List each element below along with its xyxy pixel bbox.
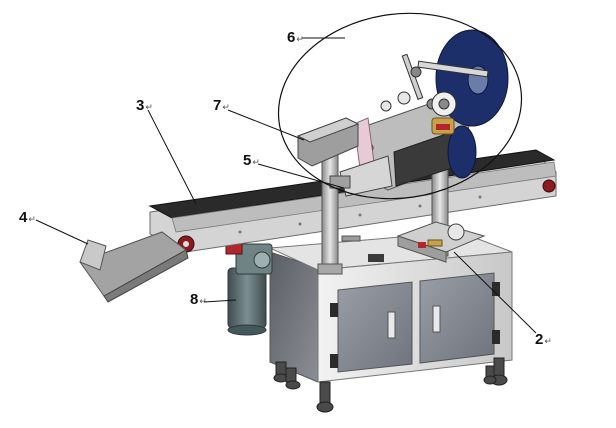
hinge <box>330 303 338 317</box>
height-adjust <box>317 144 486 275</box>
hinge <box>492 282 500 296</box>
callout-7: 7↵ <box>213 98 230 113</box>
conveyor-motor <box>225 235 273 336</box>
callout-3-number: 3 <box>136 97 145 114</box>
return-mark-icon: ↵ <box>145 102 153 112</box>
cabinet <box>268 231 513 413</box>
gearbox-face <box>253 251 271 269</box>
adjust-brass-block <box>427 239 443 247</box>
hinge <box>330 354 338 368</box>
callout-6-number: 6 <box>287 29 296 46</box>
adjustment-table-front <box>397 235 447 263</box>
callout-2: 2↵ <box>535 332 552 347</box>
return-mark-icon: ↵ <box>252 157 260 167</box>
door-handle-left <box>387 311 396 339</box>
callout-8-number: 8 <box>190 291 199 308</box>
leader-line-5 <box>257 163 345 189</box>
infeed-tray <box>79 231 189 303</box>
sensor-bracket <box>341 235 361 242</box>
conveyor-end-pulley-right <box>542 179 556 193</box>
leader-line-8 <box>203 299 237 303</box>
return-mark-icon: ↵ <box>199 296 207 306</box>
leader-line-3 <box>147 109 197 205</box>
callout-4-number: 4 <box>19 209 28 226</box>
electric-box-top <box>296 117 360 143</box>
labeling-head <box>296 29 509 197</box>
leader-line-7 <box>227 109 305 141</box>
rewind-roll <box>447 125 477 179</box>
post-collar <box>317 263 343 275</box>
motor-endcap <box>227 324 267 336</box>
head-bracket <box>329 175 351 189</box>
caster-wheels <box>273 357 508 413</box>
hinge <box>492 330 500 344</box>
cabinet-door-right <box>419 272 495 364</box>
adjust-red-knob <box>418 242 426 248</box>
labeling-head-highlight-ellipse <box>277 12 523 200</box>
pulley-hub <box>183 241 189 247</box>
return-mark-icon: ↵ <box>296 34 304 44</box>
cabinet-top-bracket <box>368 254 384 262</box>
callout-3: 3↵ <box>136 98 153 113</box>
return-mark-icon: ↵ <box>222 102 230 112</box>
tray-front-lip <box>103 249 189 303</box>
cabinet-door-left <box>337 281 413 373</box>
leader-line-2 <box>453 251 537 334</box>
leader-line-4 <box>35 219 89 245</box>
callout-5-number: 5 <box>243 152 252 169</box>
callout-8: 8↵ <box>190 292 207 307</box>
rail-bolts <box>238 195 482 234</box>
support-post-left <box>321 147 339 273</box>
adjustment-handwheel <box>447 223 465 241</box>
return-mark-icon: ↵ <box>544 336 552 346</box>
callout-6: 6↵ <box>287 30 304 45</box>
tray-back-wall <box>79 239 107 271</box>
return-mark-icon: ↵ <box>28 214 36 224</box>
callout-2-number: 2 <box>535 331 544 348</box>
callout-5: 5↵ <box>243 153 260 168</box>
callout-4: 4↵ <box>19 210 36 225</box>
tension-wheel-hub <box>438 98 450 110</box>
door-handle-right <box>432 305 441 333</box>
callout-7-number: 7 <box>213 97 222 114</box>
leader-lines <box>35 37 537 334</box>
drive-roller-red <box>436 124 450 130</box>
motor-body <box>227 267 267 329</box>
